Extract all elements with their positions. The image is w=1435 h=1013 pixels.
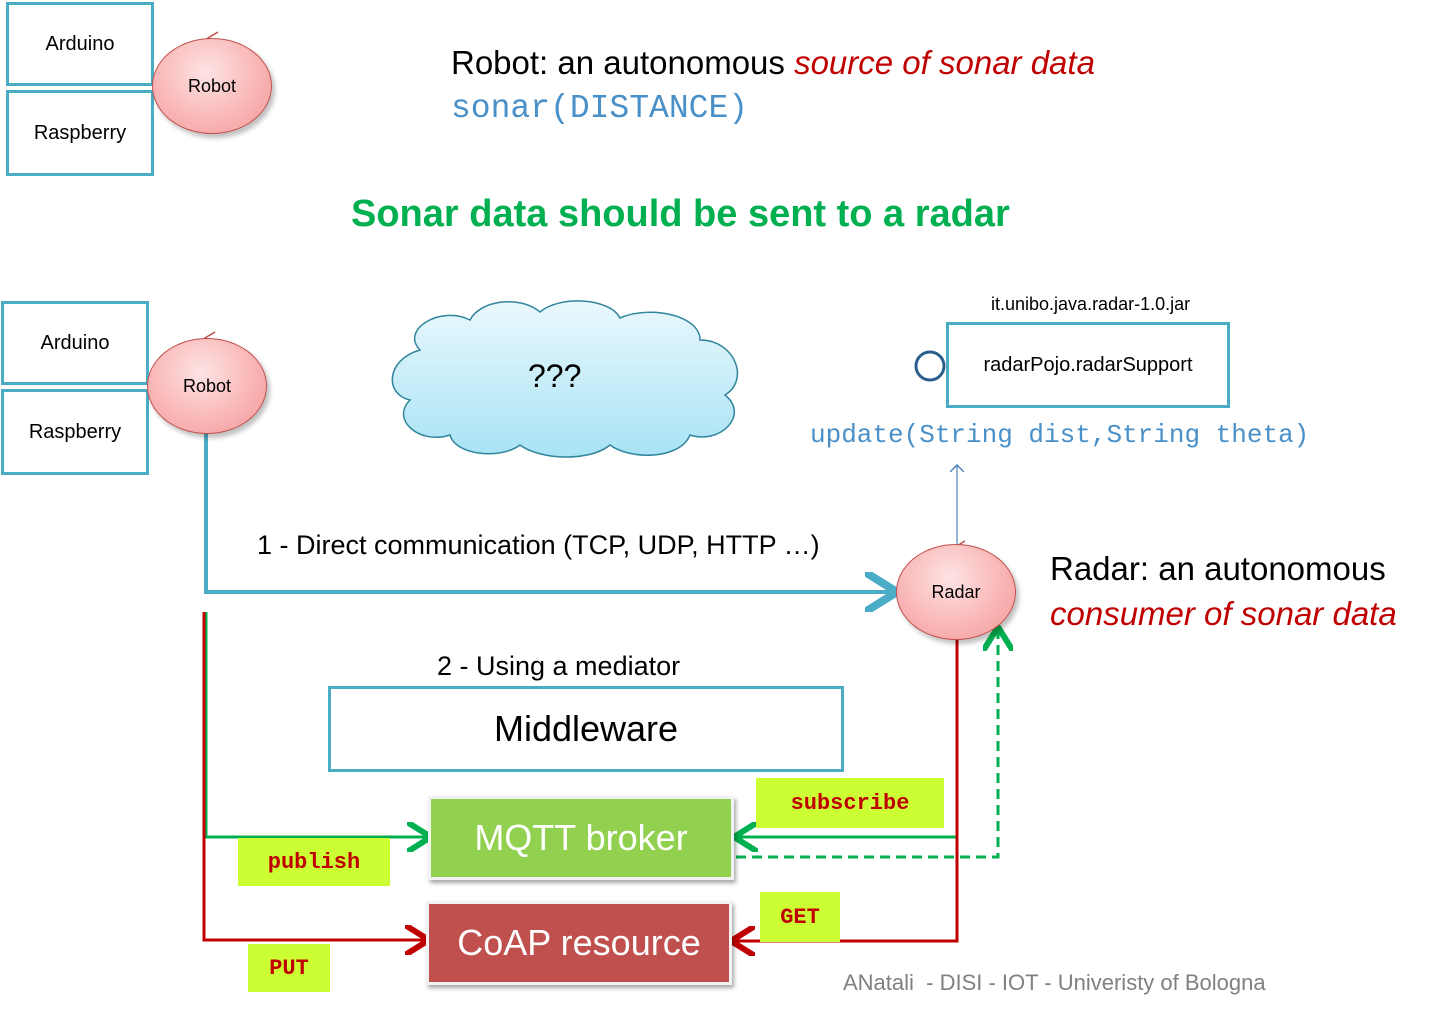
publish-link xyxy=(204,612,428,837)
raspberry-box-top: Raspberry xyxy=(6,90,154,176)
arduino-label: Arduino xyxy=(40,331,110,354)
radar-desc-line1: Radar: an autonomous xyxy=(1050,550,1386,587)
notify-link xyxy=(736,630,998,859)
arduino-box: Arduino xyxy=(1,301,149,385)
publish-tag: publish xyxy=(238,838,390,886)
coap-resource: CoAP resource xyxy=(426,901,732,985)
robot-desc-prefix: Robot: an autonomous xyxy=(451,44,785,81)
robot-desc-emph: source of sonar data xyxy=(794,44,1095,81)
radar-desc-line2: consumer of sonar data xyxy=(1050,595,1397,632)
cloud-shape xyxy=(391,300,739,458)
subscribe-tag: subscribe xyxy=(756,778,944,828)
mediator-label: 2 - Using a mediator xyxy=(437,651,681,681)
footer-credit: ANatali - DISI - IOT - Univeristy of Bol… xyxy=(843,970,1266,995)
robot-node: Robot xyxy=(147,338,267,434)
coap-resource-label: CoAP resource xyxy=(457,922,701,963)
radar-support-label: radarPojo.radarSupport xyxy=(983,353,1193,376)
jar-name: it.unibo.java.radar-1.0.jar xyxy=(991,294,1191,314)
radar-label: Radar xyxy=(931,581,981,602)
direct-link xyxy=(204,432,893,592)
cloud-label: ??? xyxy=(528,358,582,394)
direct-communication-label: 1 - Direct communication (TCP, UDP, HTTP… xyxy=(257,530,820,560)
mqtt-broker: MQTT broker xyxy=(428,796,734,880)
arduino-box-top: Arduino xyxy=(6,2,154,86)
robot-node-top: Robot xyxy=(152,38,272,134)
robot-description: Robot: an autonomous source of sonar dat… xyxy=(451,44,1095,82)
interface-circle xyxy=(914,350,946,382)
put-link xyxy=(202,612,426,940)
put-tag: PUT xyxy=(248,944,330,992)
raspberry-box: Raspberry xyxy=(1,389,149,475)
raspberry-label-top: Raspberry xyxy=(33,121,127,144)
robot-label: Robot xyxy=(182,375,232,396)
mqtt-broker-label: MQTT broker xyxy=(474,817,688,858)
middleware-label: Middleware xyxy=(493,708,679,749)
arduino-label-top: Arduino xyxy=(45,32,115,55)
raspberry-label: Raspberry xyxy=(28,420,122,443)
sonar-signature: sonar(DISTANCE) xyxy=(451,90,749,127)
update-signature: update(String dist,String theta) xyxy=(810,420,1310,450)
radar-support-box: radarPojo.radarSupport xyxy=(946,322,1230,408)
robot-label-top: Robot xyxy=(187,75,237,96)
radar-node: Radar xyxy=(896,544,1016,640)
get-tag: GET xyxy=(760,892,840,942)
page-heading: Sonar data should be sent to a radar xyxy=(351,193,1010,235)
middleware-box: Middleware xyxy=(328,686,844,772)
